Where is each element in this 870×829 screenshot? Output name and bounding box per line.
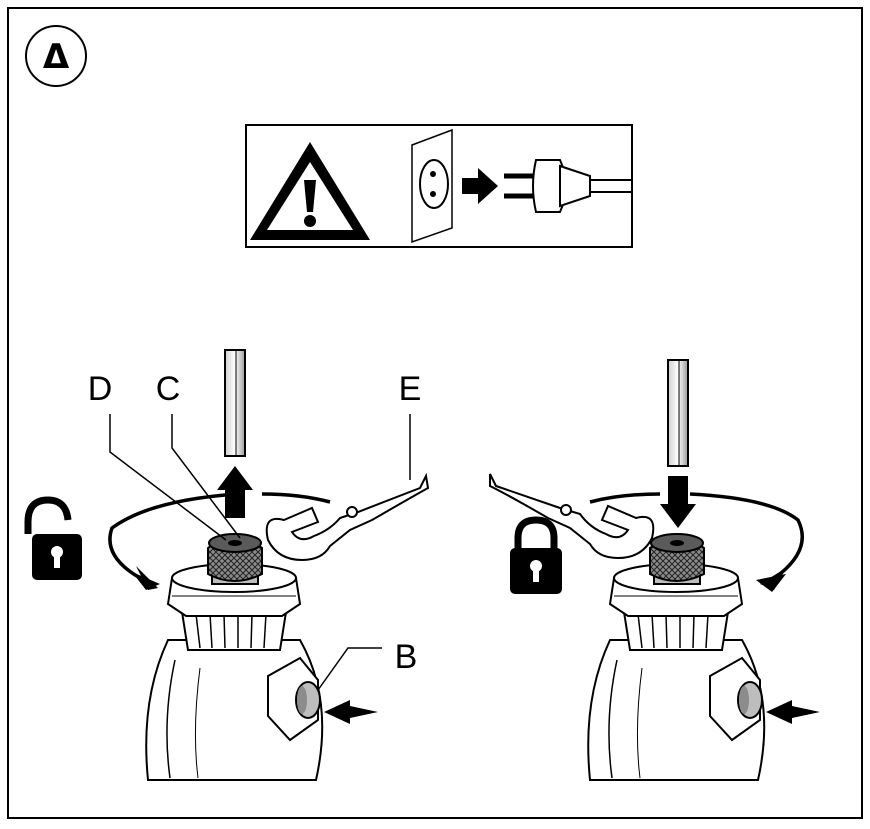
right-tool-lock — [489, 359, 820, 781]
pull-out-arrow-icon — [217, 466, 253, 518]
press-arrow-icon — [766, 700, 820, 724]
collet-nut-left — [207, 533, 263, 585]
callout-D: D — [88, 370, 113, 408]
callout-B: B — [395, 638, 418, 676]
step-badge: Δ — [25, 25, 87, 87]
left-tool-unlock — [24, 349, 430, 781]
callout-E: E — [399, 370, 422, 408]
press-arrow-icon — [324, 700, 378, 724]
insert-arrow-icon — [660, 476, 696, 528]
tool-body-left — [145, 563, 324, 781]
tool-body-right — [587, 563, 766, 781]
shaft-lock-button-left — [295, 681, 321, 719]
warning-triangle-icon — [250, 142, 370, 240]
unlocked-padlock-icon — [24, 496, 82, 580]
bit-shaft-right — [667, 359, 689, 467]
callout-C: C — [156, 370, 181, 408]
warning-box — [245, 124, 633, 248]
rotation-arrow-icon — [589, 492, 804, 576]
spanner-wrench-right — [489, 473, 655, 560]
callout-leaders — [109, 414, 411, 691]
spanner-wrench-left — [265, 472, 430, 562]
bit-shaft-left — [224, 349, 246, 457]
locked-padlock-icon — [510, 516, 562, 594]
step-number: Δ — [43, 37, 70, 77]
rotation-arrow-icon — [108, 492, 331, 580]
shaft-lock-button-right — [737, 681, 763, 719]
collet-nut-right — [649, 533, 705, 585]
unplug-from-socket-icon — [411, 128, 632, 244]
